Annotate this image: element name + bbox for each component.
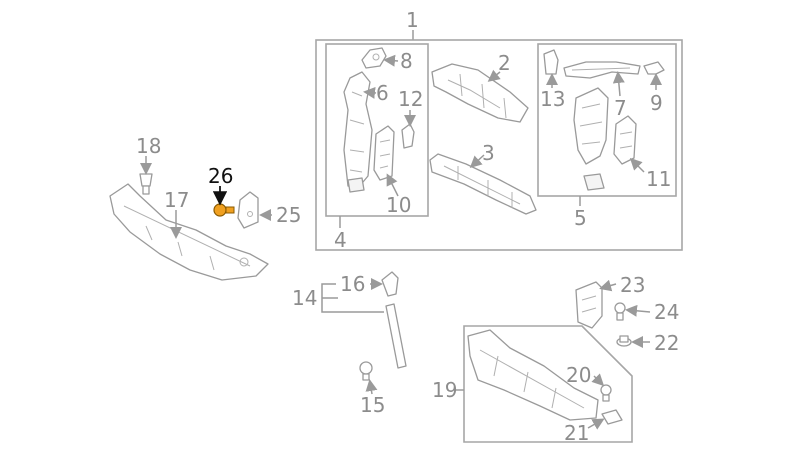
label-9[interactable]: 9 — [650, 91, 663, 115]
part-18-clip[interactable] — [139, 173, 153, 195]
part-17-undercover[interactable] — [109, 183, 269, 281]
assembly-4-frame — [325, 43, 429, 217]
label-8[interactable]: 8 — [400, 49, 413, 73]
label-24[interactable]: 24 — [654, 300, 679, 324]
assembly-19-frame — [463, 325, 633, 443]
part-14-rod[interactable] — [385, 303, 407, 369]
part-24-clip[interactable] — [614, 302, 626, 321]
label-16[interactable]: 16 — [340, 272, 365, 296]
part-2-upper-support[interactable] — [431, 63, 529, 123]
part-26-bolt-highlighted[interactable] — [213, 203, 235, 217]
label-3[interactable]: 3 — [482, 141, 495, 165]
label-7[interactable]: 7 — [614, 96, 627, 120]
label-20[interactable]: 20 — [566, 363, 591, 387]
part-8-bracket[interactable] — [361, 47, 387, 69]
part-15-clip[interactable] — [359, 361, 373, 381]
part-12-clip[interactable] — [401, 123, 415, 149]
label-21[interactable]: 21 — [564, 421, 589, 445]
label-26-highlighted[interactable]: 26 — [208, 164, 233, 188]
part-3-lower-crossmember[interactable] — [429, 153, 537, 215]
part-22-nut[interactable] — [616, 335, 632, 347]
label-15[interactable]: 15 — [360, 393, 385, 417]
part-16-latch[interactable] — [381, 271, 399, 297]
part-5-side-support[interactable] — [573, 87, 609, 191]
part-20-bolt[interactable] — [600, 384, 612, 402]
part-11-reinforcement[interactable] — [613, 115, 637, 165]
label-11[interactable]: 11 — [646, 167, 671, 191]
label-18[interactable]: 18 — [136, 134, 161, 158]
part-7-upper-rail[interactable] — [563, 61, 641, 79]
assembly-1-group — [315, 30, 683, 251]
label-10[interactable]: 10 — [386, 193, 411, 217]
label-17[interactable]: 17 — [164, 188, 189, 212]
label-13[interactable]: 13 — [540, 87, 565, 111]
label-4[interactable]: 4 — [334, 228, 347, 252]
part-25-bracket[interactable] — [237, 191, 259, 229]
part-21-clip[interactable] — [601, 409, 623, 425]
label-2[interactable]: 2 — [498, 51, 511, 75]
part-9-clip[interactable] — [643, 61, 665, 75]
label-19[interactable]: 19 — [432, 378, 457, 402]
label-1[interactable]: 1 — [406, 8, 419, 32]
assembly-5-frame — [537, 43, 677, 197]
label-14[interactable]: 14 — [292, 286, 317, 310]
part-6-side-support[interactable] — [343, 71, 373, 193]
assembly-1-frame — [315, 39, 683, 251]
label-23[interactable]: 23 — [620, 273, 645, 297]
part-23-deflector[interactable] — [575, 281, 603, 329]
label-22[interactable]: 22 — [654, 331, 679, 355]
part-19-undercover[interactable] — [467, 329, 599, 421]
part-10-reinforcement[interactable] — [373, 125, 395, 181]
part-13-bracket[interactable] — [543, 49, 559, 75]
label-5[interactable]: 5 — [574, 206, 587, 230]
label-6[interactable]: 6 — [376, 81, 389, 105]
label-25[interactable]: 25 — [276, 203, 301, 227]
label-12[interactable]: 12 — [398, 87, 423, 111]
